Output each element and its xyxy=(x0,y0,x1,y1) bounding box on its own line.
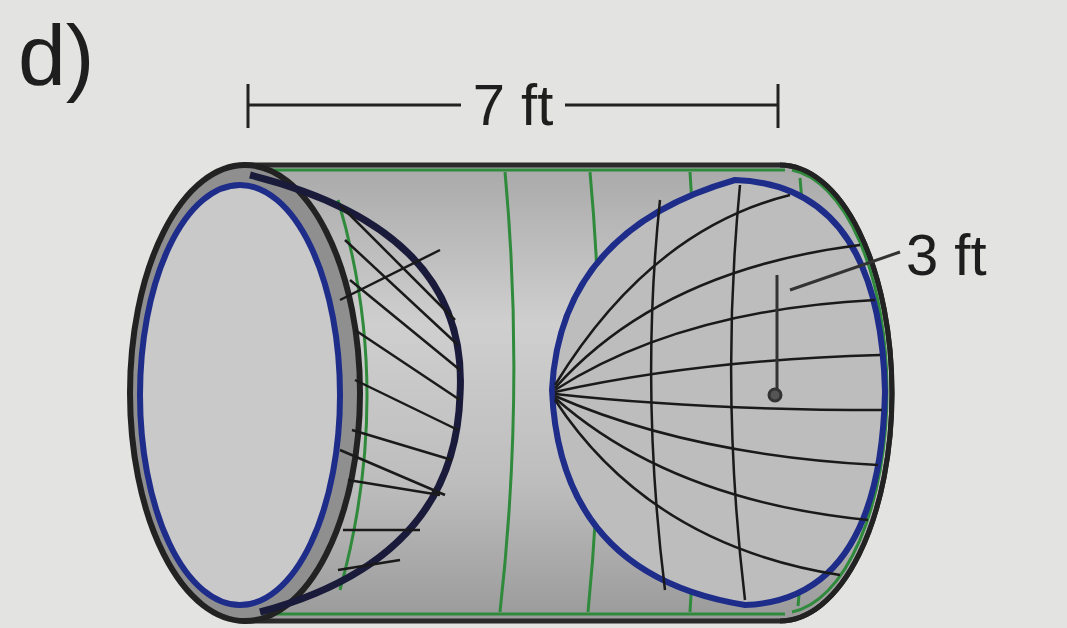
radius-marker xyxy=(769,252,900,401)
right-mesh xyxy=(555,185,882,600)
right-end-dome xyxy=(552,180,885,605)
dimension-label: 3 ft xyxy=(906,226,987,284)
part-letter: d) xyxy=(18,12,94,98)
left-mesh xyxy=(338,205,460,570)
dimension-label: 7 ft xyxy=(461,76,566,134)
left-end-inner xyxy=(140,185,340,605)
right-end-outline xyxy=(780,165,892,621)
left-end-rim xyxy=(250,175,460,612)
left-end-outer xyxy=(130,165,360,621)
